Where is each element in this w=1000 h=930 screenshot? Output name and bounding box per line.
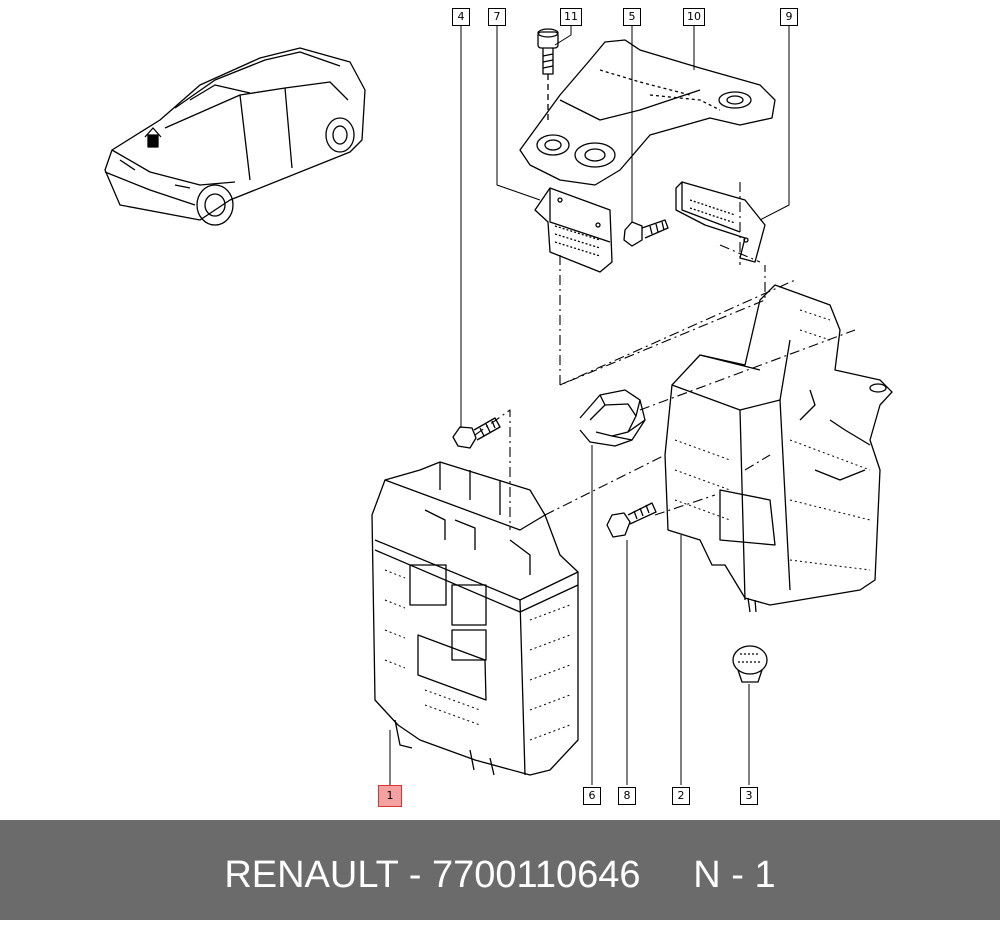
diagram-position: N - 1 (693, 854, 776, 896)
footer-bar: RENAULT - 7700110646 N - 1 (0, 820, 1000, 920)
callout-10: 10 (683, 8, 705, 26)
assembly-guide-lines (474, 182, 856, 530)
bracket-9 (675, 181, 766, 263)
car-illustration (104, 47, 366, 226)
clip-7 (534, 187, 613, 273)
mounting-tray-2 (664, 284, 893, 613)
clamp-6 (579, 389, 646, 447)
exploded-parts-diagram: 4 7 11 5 10 9 1 6 8 2 3 (104, 8, 893, 807)
callout-5: 5 (623, 8, 641, 26)
callout-2: 2 (672, 787, 690, 805)
callout-9: 9 (780, 8, 798, 26)
callout-11: 11 (560, 8, 582, 26)
callout-7: 7 (488, 8, 506, 26)
ecu-module-1 (371, 461, 579, 776)
part-number: 7700110646 (431, 854, 641, 896)
callout-4: 4 (452, 8, 470, 26)
leader-lines (389, 25, 790, 785)
brand-name: RENAULT (224, 854, 399, 896)
callout-8: 8 (618, 787, 636, 805)
screw-5 (623, 219, 669, 247)
callout-1: 1 (378, 785, 402, 807)
bracket-10 (519, 39, 776, 186)
bolt-8 (606, 502, 657, 538)
caption-separator: - (398, 854, 432, 896)
callout-3: 3 (740, 787, 758, 805)
grommet-3 (732, 645, 768, 683)
diagram-drawing (104, 25, 893, 785)
caption-gap (641, 854, 694, 896)
bolt-11 (537, 28, 559, 120)
callout-6: 6 (583, 787, 601, 805)
footer-caption: RENAULT - 7700110646 N - 1 (0, 820, 1000, 920)
